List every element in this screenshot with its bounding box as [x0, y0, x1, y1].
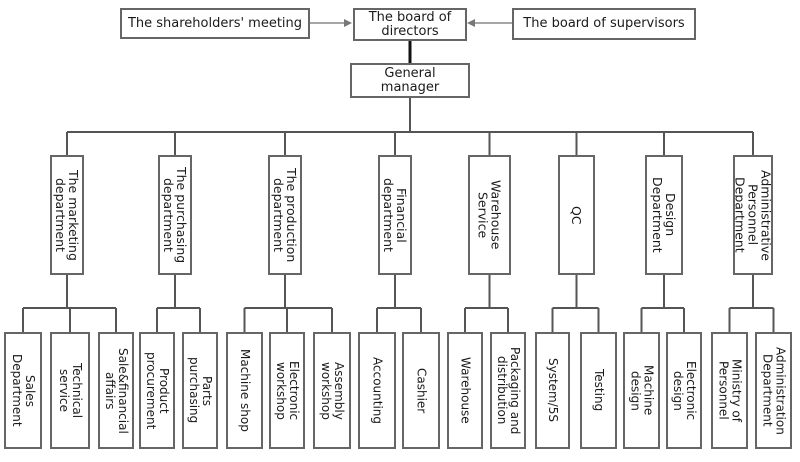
- sub-department-label: Electronic design: [671, 360, 698, 421]
- sub-department-box: Administration Department: [755, 332, 792, 449]
- department-label: Administrative Personnel Department: [733, 169, 773, 261]
- department-label: The production department: [271, 167, 299, 263]
- department-box: Financial department: [378, 155, 412, 275]
- sub-department-label: Technical service: [57, 362, 84, 419]
- department-box: Warehouse Service: [468, 155, 511, 275]
- department-box: Design Department: [645, 155, 683, 275]
- sub-department-label: Sales Department: [10, 354, 37, 427]
- shareholders-meeting-box: The shareholders' meeting: [120, 8, 310, 39]
- arrow-right-icon: [344, 19, 352, 27]
- department-box: The purchasing department: [158, 155, 192, 275]
- board-of-supervisors-box: The board of supervisors: [512, 8, 696, 40]
- sub-department-box: Product procurement: [139, 332, 175, 449]
- department-label: Warehouse Service: [475, 180, 504, 250]
- sub-department-box: Testing: [580, 332, 617, 449]
- sub-department-box: Warehouse: [447, 332, 483, 449]
- sub-department-box: Technical service: [50, 332, 90, 449]
- sub-department-label: Packaging and distribution: [495, 346, 522, 435]
- department-box: Administrative Personnel Department: [733, 155, 773, 275]
- sub-department-box: Machine design: [623, 332, 660, 449]
- department-label: The marketing department: [53, 169, 81, 261]
- sub-department-label: Accounting: [370, 356, 385, 424]
- sub-department-box: Sales Department: [4, 332, 42, 449]
- department-box: The production department: [268, 155, 302, 275]
- sub-department-label: Ministry of Personnel: [716, 359, 744, 422]
- sub-department-box: Sale&financial affairs: [98, 332, 134, 449]
- department-label: The purchasing department: [161, 166, 189, 264]
- sub-department-box: Parts purchasing: [182, 332, 218, 449]
- board-of-directors-box: The board of directors: [353, 8, 467, 41]
- sub-department-box: Machine shop: [226, 332, 263, 449]
- arrow-left-icon: [467, 19, 475, 27]
- sub-department-label: Machine design: [628, 365, 656, 416]
- sub-department-label: Assembly workshop: [319, 361, 346, 420]
- sub-department-box: Electronic workshop: [269, 332, 305, 449]
- department-label: QC: [569, 205, 584, 225]
- sub-department-box: Cashier: [402, 332, 440, 449]
- department-label: Design Department: [650, 177, 678, 253]
- sub-department-box: Ministry of Personnel: [711, 332, 748, 449]
- sub-department-box: Electronic design: [666, 332, 702, 449]
- sub-department-box: Accounting: [358, 332, 396, 449]
- sub-department-label: System/5S: [546, 358, 560, 423]
- department-box: The marketing department: [50, 155, 84, 275]
- sub-department-label: Administration Department: [760, 346, 788, 435]
- department-label: Financial department: [381, 178, 409, 252]
- sub-department-label: Machine shop: [238, 349, 252, 432]
- department-box: QC: [558, 155, 595, 275]
- sub-department-label: Product procurement: [144, 351, 171, 430]
- sub-department-box: System/5S: [535, 332, 570, 449]
- sub-department-label: Warehouse: [458, 357, 473, 424]
- sub-department-label: Parts purchasing: [187, 357, 214, 424]
- general-manager-box: General manager: [350, 63, 470, 98]
- sub-department-label: Cashier: [414, 367, 429, 414]
- sub-department-label: Electronic workshop: [274, 360, 301, 421]
- sub-department-label: Testing: [592, 369, 606, 412]
- sub-department-box: Assembly workshop: [313, 332, 351, 449]
- sub-department-box: Packaging and distribution: [490, 332, 526, 449]
- sub-department-label: Sale&financial affairs: [103, 347, 130, 434]
